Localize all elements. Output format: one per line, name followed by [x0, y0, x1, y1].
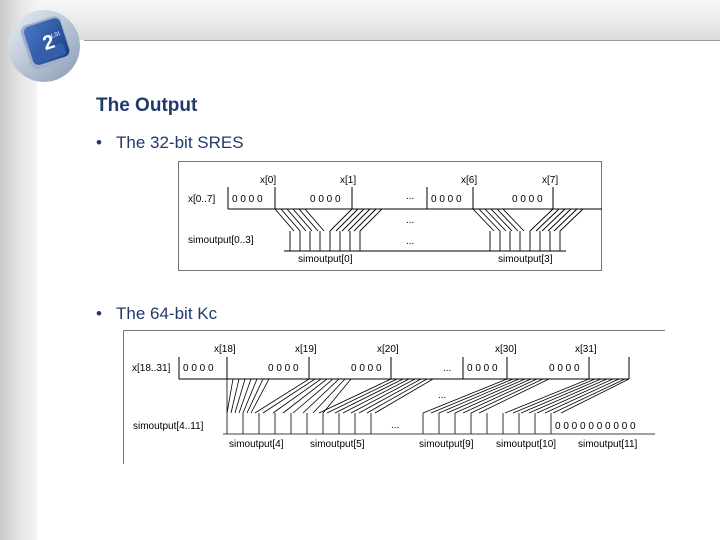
kc-diagram: x[18] x[19] x[20] x[30] x[31] x[18..31] …	[123, 330, 665, 464]
sres-ellipsis: ...	[406, 236, 414, 247]
bullet-text: The 32-bit SRES	[116, 133, 244, 152]
kc-bits: 0 0 0 0	[183, 363, 214, 374]
kc-bottom-label: simoutput[10]	[496, 439, 556, 450]
kc-bits: 0 0 0 0	[549, 363, 580, 374]
kc-top-label: x[20]	[377, 344, 399, 355]
kc-bottom-label: simoutput[9]	[419, 439, 474, 450]
logo-glyph-small: LSI	[51, 31, 62, 40]
kc-top-label: x[18]	[214, 344, 236, 355]
kc-ellipsis: ...	[391, 420, 399, 431]
sres-bottom-label: simoutput[0]	[298, 254, 353, 265]
sres-bits: 0 0 0 0	[232, 194, 263, 205]
bullet-marker: •	[96, 133, 102, 152]
bullet-text: The 64-bit Kc	[116, 304, 218, 323]
kc-ellipsis: ...	[443, 363, 451, 374]
telephone-keypad-icon: 2 LSI	[6, 6, 84, 84]
kc-top-label: x[31]	[575, 344, 597, 355]
kc-bits: 0 0 0 0	[351, 363, 382, 374]
sres-top-label: x[6]	[461, 175, 477, 186]
sres-output-label: simoutput[0..3]	[188, 235, 254, 246]
sres-output-ticks	[284, 231, 566, 252]
sres-bits: 0 0 0 0	[310, 194, 341, 205]
header-divider	[84, 40, 720, 41]
kc-diagram-svg: x[18] x[19] x[20] x[30] x[31] x[18..31] …	[123, 330, 665, 464]
kc-top-label: x[19]	[295, 344, 317, 355]
slide-title: The Output	[96, 95, 198, 116]
sres-bottom-label: simoutput[3]	[498, 254, 553, 265]
kc-wires	[226, 378, 630, 414]
kc-output-label: simoutput[4..11]	[133, 421, 204, 432]
sres-diagram-svg: x[0] x[1] x[6] x[7] x[0..7] 0 0 0 0 0 0 …	[178, 161, 602, 271]
kc-bottom-label: simoutput[11]	[578, 439, 638, 450]
sres-bits: 0 0 0 0	[512, 194, 543, 205]
sres-input-label: x[0..7]	[188, 194, 215, 205]
kc-ellipsis: ...	[438, 390, 446, 401]
kc-top-label: x[30]	[495, 344, 517, 355]
sres-ellipsis: ...	[406, 191, 414, 202]
sres-top-label: x[0]	[260, 175, 276, 186]
kc-bottom-label: simoutput[4]	[229, 439, 284, 450]
sres-top-label: x[1]	[340, 175, 356, 186]
sres-ellipsis: ...	[406, 215, 414, 226]
kc-output-bits: 0 0 0 0 0 0 0 0 0 0	[555, 421, 636, 432]
sres-wires	[274, 208, 584, 232]
kc-bits: 0 0 0 0	[467, 363, 498, 374]
kc-bottom-label: simoutput[5]	[310, 439, 365, 450]
sres-top-label: x[7]	[542, 175, 558, 186]
bullet-kc: • The 64-bit Kc	[96, 304, 217, 324]
kc-output-ticks	[223, 413, 655, 435]
kc-input-label: x[18..31]	[132, 363, 171, 374]
sres-diagram: x[0] x[1] x[6] x[7] x[0..7] 0 0 0 0 0 0 …	[178, 161, 602, 271]
bullet-sres: • The 32-bit SRES	[96, 133, 244, 153]
slide-header-band	[0, 0, 720, 40]
slide-left-band	[0, 0, 37, 540]
kc-bits: 0 0 0 0	[268, 363, 299, 374]
bullet-marker: •	[96, 304, 102, 323]
sres-bits: 0 0 0 0	[431, 194, 462, 205]
